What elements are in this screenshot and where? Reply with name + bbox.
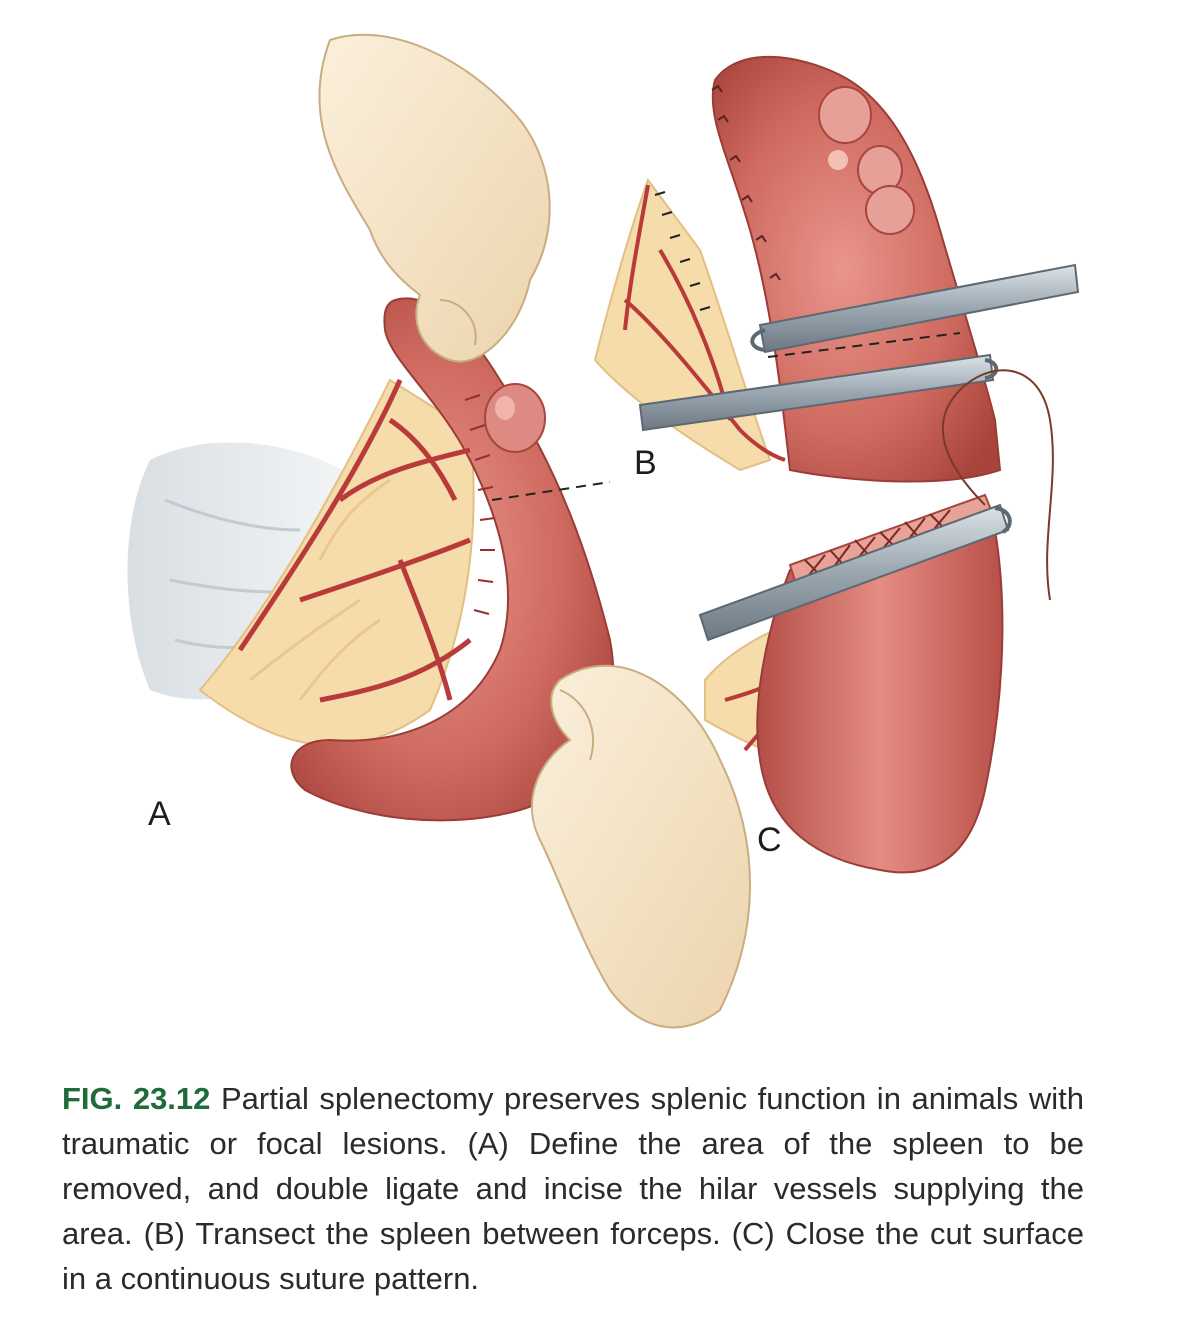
transection-line xyxy=(767,332,961,358)
panel-label-c: C xyxy=(757,821,782,859)
suture-thread xyxy=(941,369,1054,601)
figure-caption: FIG. 23.12 Partial splenectomy preserves… xyxy=(62,1076,1084,1301)
panel-label-a: A xyxy=(148,795,171,833)
spleen-illustration xyxy=(127,33,1080,1029)
ligature-marks xyxy=(654,191,711,311)
panel-b-illustration xyxy=(593,55,1080,483)
forceps-icon xyxy=(638,263,1080,432)
spleen-a xyxy=(290,297,615,822)
lesion xyxy=(484,383,546,453)
blood-vessel-icon xyxy=(237,378,472,703)
panel-a-illustration xyxy=(127,33,751,1029)
figure-illustration: A B C xyxy=(127,33,1080,1029)
incision-line xyxy=(491,481,611,501)
omentum xyxy=(593,177,772,472)
figure-number: FIG. 23.12 xyxy=(62,1081,211,1116)
panel-c-illustration xyxy=(698,369,1054,874)
hand-icon xyxy=(531,664,751,1029)
hand-icon xyxy=(318,33,551,363)
caption-text: Partial splenectomy preserves splenic fu… xyxy=(62,1081,1084,1296)
ligature-marks xyxy=(464,394,496,615)
suture-icon xyxy=(711,84,781,281)
forceps-icon xyxy=(698,503,1012,642)
panel-label-b: B xyxy=(634,444,657,482)
